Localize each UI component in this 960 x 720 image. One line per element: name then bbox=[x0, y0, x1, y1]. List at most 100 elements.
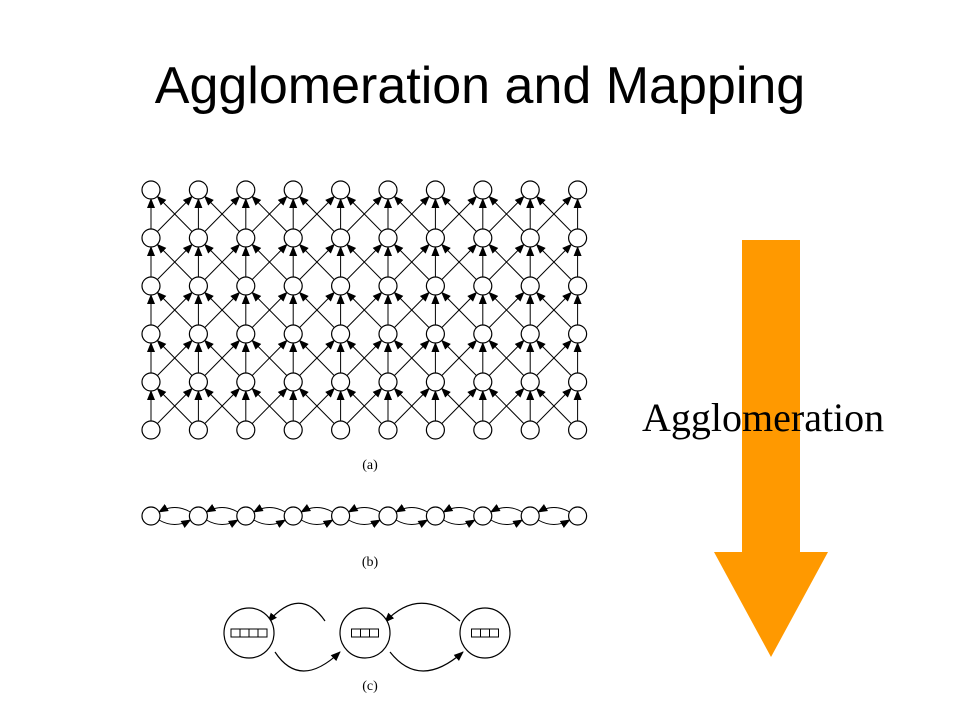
grid-task-node bbox=[425, 180, 445, 200]
grid-task-node bbox=[283, 372, 303, 392]
grid-task-node bbox=[473, 276, 493, 296]
task-cell bbox=[230, 628, 241, 638]
grid-task-node bbox=[188, 180, 208, 200]
ring-edge-forward bbox=[158, 519, 192, 528]
caption-c: (c) bbox=[362, 679, 378, 694]
grid-task-node bbox=[473, 228, 493, 248]
grid-task-node bbox=[425, 372, 445, 392]
grid-edge bbox=[488, 243, 525, 280]
ring-edge-backward bbox=[489, 504, 523, 513]
ring-task-node bbox=[567, 506, 588, 526]
processor-edge bbox=[389, 651, 464, 672]
grid-task-node bbox=[520, 372, 540, 392]
grid-task-node bbox=[236, 228, 256, 248]
grid-edge bbox=[393, 243, 430, 280]
grid-task-node bbox=[236, 180, 256, 200]
grid-task-node bbox=[425, 228, 445, 248]
ring-edge-backward bbox=[537, 504, 570, 513]
task-cell bbox=[471, 628, 481, 638]
grid-edge bbox=[251, 243, 288, 280]
grid-task-node bbox=[331, 420, 351, 440]
caption-a: (a) bbox=[362, 458, 378, 473]
grid-task-node bbox=[141, 420, 161, 440]
grid-edge bbox=[204, 339, 240, 376]
grid-edge bbox=[488, 387, 525, 424]
grid-task-node bbox=[567, 180, 588, 200]
grid-task-node bbox=[331, 228, 351, 248]
grid-edge bbox=[298, 339, 335, 376]
grid-task-node bbox=[283, 276, 303, 296]
grid-edge bbox=[393, 195, 430, 232]
ring-task-node bbox=[236, 506, 256, 526]
grid-edge bbox=[393, 291, 430, 328]
processor-edge bbox=[384, 602, 461, 623]
grid-task-node bbox=[141, 276, 161, 296]
ring-edge-forward bbox=[443, 519, 476, 528]
grid-task-node bbox=[283, 420, 303, 440]
grid-edge bbox=[251, 291, 288, 328]
grid-edge bbox=[488, 291, 525, 328]
grid-edge bbox=[298, 243, 335, 280]
grid-edge bbox=[251, 387, 288, 424]
grid-edge bbox=[393, 339, 430, 376]
grid-task-node bbox=[283, 180, 303, 200]
ring-edge-forward bbox=[537, 519, 571, 528]
grid-edge bbox=[251, 339, 288, 376]
grid-edge bbox=[156, 195, 193, 232]
processor-edge bbox=[267, 602, 326, 623]
grid-task-node bbox=[567, 324, 588, 344]
mapped-processors bbox=[223, 602, 511, 672]
ring-edge-backward bbox=[252, 504, 286, 513]
task-cell bbox=[369, 628, 379, 638]
agglomeration-label: Agglomeration bbox=[642, 395, 885, 440]
grid-task-node bbox=[141, 228, 161, 248]
grid-task-node bbox=[141, 324, 161, 344]
grid-task-node bbox=[188, 324, 208, 344]
ring-edge-backward bbox=[395, 504, 428, 513]
grid-task-node bbox=[520, 324, 540, 344]
grid-task-node bbox=[236, 420, 256, 440]
grid-task-node bbox=[378, 180, 398, 200]
ring-edge-forward bbox=[490, 519, 524, 528]
processor-edge bbox=[274, 651, 341, 672]
grid-task-node bbox=[520, 420, 540, 440]
ring-task-node bbox=[141, 506, 161, 526]
grid-task-node bbox=[378, 276, 398, 296]
grid-task-node bbox=[331, 324, 351, 344]
grid-edge bbox=[393, 387, 430, 424]
grid-task-node bbox=[473, 420, 493, 440]
grid-task-node bbox=[188, 372, 208, 392]
grid-edge bbox=[204, 243, 240, 280]
grid-edge bbox=[204, 387, 240, 424]
ring-edge-forward bbox=[253, 519, 287, 528]
grid-edge bbox=[156, 243, 193, 280]
grid-edge bbox=[156, 291, 193, 328]
grid-task-node bbox=[283, 228, 303, 248]
slide-title: Agglomeration and Mapping bbox=[154, 57, 806, 115]
grid-edge bbox=[488, 195, 525, 232]
grid-edge bbox=[441, 387, 477, 424]
grid-edge bbox=[346, 339, 383, 376]
ring-task-node bbox=[520, 506, 540, 526]
grid-task-node bbox=[425, 420, 445, 440]
grid-edge bbox=[298, 195, 335, 232]
caption-b: (b) bbox=[362, 555, 379, 570]
grid-edge bbox=[156, 387, 193, 424]
grid-task-node bbox=[520, 228, 540, 248]
grid-task-node bbox=[520, 276, 540, 296]
grid-task-node bbox=[331, 372, 351, 392]
task-cell bbox=[351, 628, 361, 638]
grid-task-node bbox=[378, 372, 398, 392]
task-grid bbox=[141, 180, 588, 440]
grid-task-node bbox=[331, 180, 351, 200]
ring-task-node bbox=[188, 506, 208, 526]
grid-edge bbox=[298, 387, 335, 424]
ring-edge-forward bbox=[300, 519, 334, 528]
task-cell bbox=[489, 628, 499, 638]
grid-task-node bbox=[567, 228, 588, 248]
grid-edge bbox=[251, 195, 288, 232]
grid-task-node bbox=[141, 372, 161, 392]
grid-task-node bbox=[425, 276, 445, 296]
grid-edge bbox=[346, 195, 383, 232]
